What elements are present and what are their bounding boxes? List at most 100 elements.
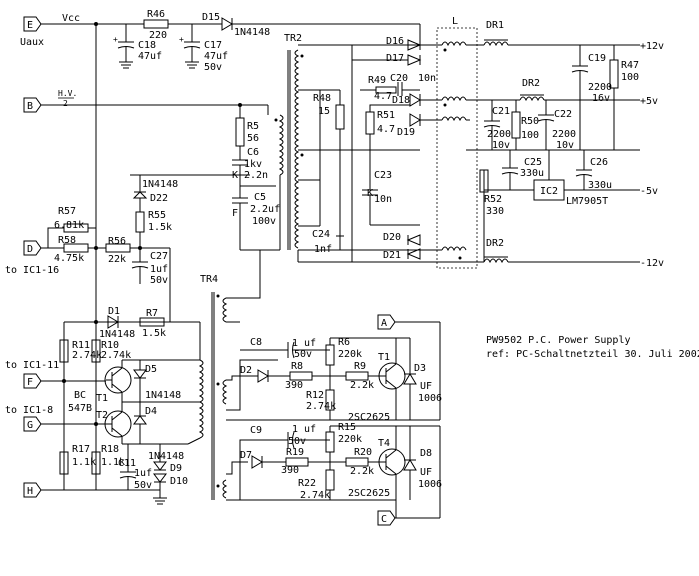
connector-D: D — [23, 240, 42, 256]
svg-text:C5: C5 — [254, 192, 266, 203]
capacitor-C6: C6 1kv 2.2n K — [232, 147, 268, 181]
svg-text:R12: R12 — [306, 390, 324, 401]
resistor-R22: R22 2.74k — [298, 462, 335, 501]
svg-text:+: + — [113, 35, 118, 44]
output-plus12: +12v — [640, 41, 664, 52]
capacitor-C27: C27 1uf 50v — [131, 248, 168, 286]
diode-D17: D17 — [386, 53, 422, 66]
svg-text:+: + — [179, 35, 184, 44]
svg-text:R47: R47 — [621, 60, 639, 71]
svg-text:F: F — [27, 377, 33, 388]
resistor-R55: R55 1.5k — [135, 210, 172, 233]
tr2-label: TR2 — [284, 33, 302, 44]
transistor-T1: T1 — [96, 366, 132, 404]
svg-text:1006: 1006 — [418, 479, 442, 490]
svg-text:C9: C9 — [250, 425, 262, 436]
output-minus12: -12v — [640, 258, 664, 269]
svg-text:IC2: IC2 — [540, 186, 558, 197]
svg-text:K: K — [232, 170, 238, 181]
svg-text:2.2k: 2.2k — [350, 466, 374, 477]
svg-text:R9: R9 — [354, 361, 366, 372]
svg-text:2.74k: 2.74k — [72, 350, 102, 361]
capacitor-C23: C23 K 10n — [362, 170, 392, 205]
svg-text:50v: 50v — [294, 349, 312, 360]
svg-text:R52: R52 — [484, 194, 502, 205]
diode-D18: D18 — [392, 93, 421, 107]
svg-text:C18: C18 — [138, 40, 156, 51]
svg-text:2.74k: 2.74k — [306, 401, 336, 412]
547b-label: 547B — [68, 403, 92, 414]
svg-text:D17: D17 — [386, 53, 404, 64]
diode-D20: D20 — [383, 232, 421, 246]
resistor-R12: R12 2.74k — [306, 376, 336, 420]
resistor-R18: R18 1.1k — [91, 444, 125, 475]
connector-H: H — [23, 482, 42, 498]
svg-text:D19: D19 — [397, 127, 415, 138]
svg-text:D2: D2 — [240, 365, 252, 376]
connector-A: A — [377, 314, 396, 330]
svg-text:C24: C24 — [312, 229, 330, 240]
svg-text:D1: D1 — [108, 306, 120, 317]
svg-text:4.75k: 4.75k — [54, 253, 84, 264]
svg-text:G: G — [27, 420, 33, 431]
svg-text:1N4148: 1N4148 — [99, 329, 135, 340]
svg-text:47uf: 47uf — [204, 51, 228, 62]
diode-D22: D22 — [132, 191, 168, 204]
resistor-R5: R5 56 — [235, 117, 259, 147]
choke-L-windings — [441, 41, 467, 260]
svg-text:1N4148: 1N4148 — [234, 27, 270, 38]
svg-text:4.7: 4.7 — [377, 124, 395, 135]
svg-text:R58: R58 — [58, 235, 76, 246]
svg-text:LM7905T: LM7905T — [566, 196, 608, 207]
svg-text:D7: D7 — [240, 450, 252, 461]
svg-text:220k: 220k — [338, 349, 362, 360]
capacitor-C5: C5 2.2uf 100v F — [232, 192, 280, 227]
svg-text:2200: 2200 — [487, 129, 511, 140]
transformer-TR2 — [274, 49, 304, 250]
svg-text:C23: C23 — [374, 170, 392, 181]
svg-text:T1: T1 — [378, 352, 390, 363]
transistor-T1-output: T1 — [378, 352, 406, 390]
svg-text:390: 390 — [285, 380, 303, 391]
diode-D21: D21 — [383, 248, 421, 261]
connector-G: G — [23, 416, 42, 432]
svg-text:R49: R49 — [368, 75, 386, 86]
capacitor-C11: C11 1uf 50v — [118, 444, 152, 491]
svg-text:R20: R20 — [354, 447, 372, 458]
diode-D7: D7 — [240, 450, 263, 469]
resistor-R7: R7 1.5k — [139, 308, 166, 339]
resistor-R50: R50 100 — [511, 100, 539, 150]
svg-text:H: H — [27, 486, 33, 497]
svg-text:1kv: 1kv — [244, 159, 262, 170]
svg-text:1.1k: 1.1k — [101, 457, 125, 468]
svg-text:R48: R48 — [313, 93, 331, 104]
choke-DR2-lower: DR2 — [483, 238, 509, 264]
svg-text:R22: R22 — [298, 478, 316, 489]
d9-value: 1N4148 — [148, 451, 184, 462]
svg-text:100: 100 — [621, 72, 639, 83]
transformer-TR4 — [198, 292, 228, 500]
svg-text:D18: D18 — [392, 95, 410, 106]
svg-text:1 uf: 1 uf — [292, 338, 316, 349]
diode-D10: D10 — [153, 473, 188, 487]
diode-D16: D16 — [386, 36, 422, 51]
connector-E: E — [23, 16, 42, 32]
capacitor-C24: C24 1nf — [312, 229, 344, 255]
svg-text:C19: C19 — [588, 53, 606, 64]
svg-text:R15: R15 — [338, 422, 356, 433]
bc-label: BC — [74, 390, 86, 401]
svg-text:C22: C22 — [554, 109, 572, 120]
svg-text:R5: R5 — [247, 121, 259, 132]
svg-text:1 uf: 1 uf — [292, 424, 316, 435]
svg-text:DR2: DR2 — [486, 238, 504, 249]
svg-text:C8: C8 — [250, 337, 262, 348]
q1-type: 2SC2625 — [348, 412, 390, 423]
svg-text:330: 330 — [486, 206, 504, 217]
svg-text:E: E — [27, 20, 33, 31]
svg-text:15: 15 — [318, 106, 330, 117]
title: PW9502 P.C. Power Supply — [486, 335, 631, 346]
diode-D5: D5 — [133, 364, 157, 379]
capacitor-C26: C26 330u — [575, 150, 612, 191]
